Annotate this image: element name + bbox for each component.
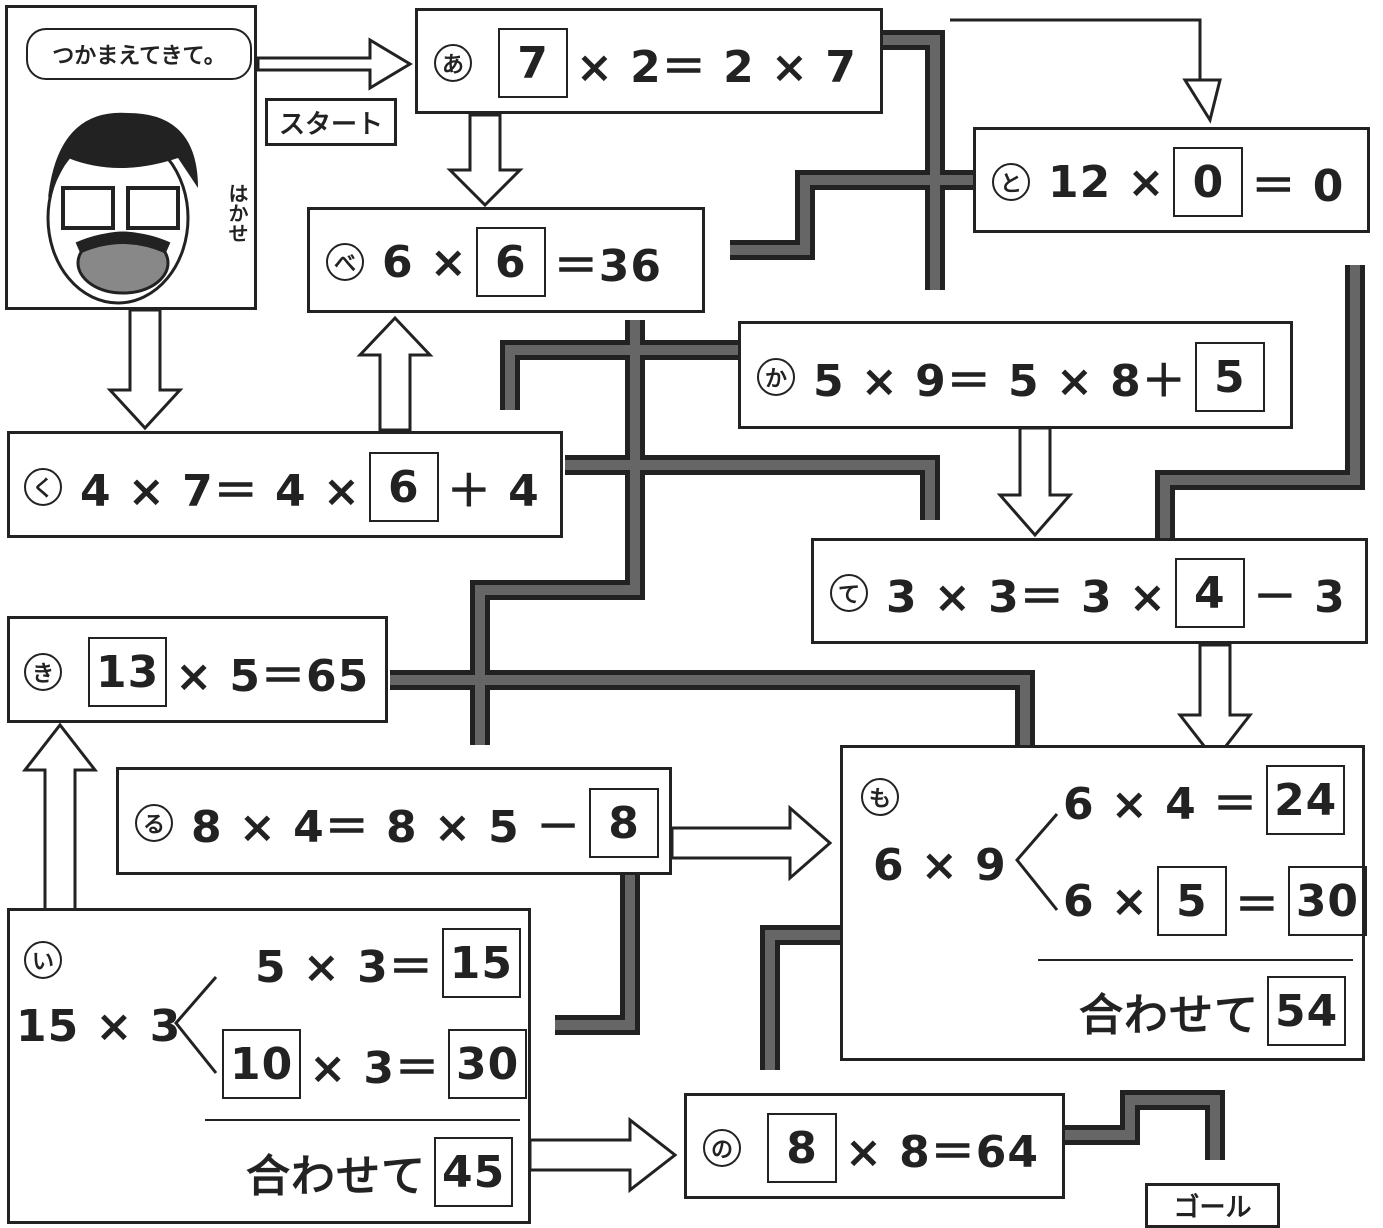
equation-text: － 3: [1253, 561, 1346, 625]
answer-box: 30: [448, 1029, 527, 1099]
answer-box: 30: [1288, 866, 1367, 936]
equation-text: × 2＝ 2 × 7: [576, 31, 857, 95]
box-ki: き 13 × 5＝65: [7, 616, 388, 723]
answer-box: 13: [88, 637, 167, 707]
equation-text: 12 ×: [1048, 157, 1165, 208]
equation-text: 6 ×: [1063, 876, 1149, 927]
equation-text: 3 × 3＝ 3 ×: [886, 561, 1167, 625]
box-ru: る 8 × 4＝ 8 × 5 － 8: [116, 767, 672, 875]
speech-bubble: つかまえてきて。: [26, 28, 252, 80]
box-i: い 15 × 3 5 × 3＝ 15 10 × 3＝ 30 合わせて 45: [7, 908, 531, 1224]
equation-text: 6 ×: [382, 237, 468, 288]
answer-box: 4: [1175, 558, 1245, 628]
answer-box: 54: [1267, 976, 1346, 1046]
mark-i: い: [24, 941, 62, 979]
mark-te: て: [830, 574, 868, 612]
box-ku: く 4 × 7＝ 4 × 6 ＋ 4: [7, 431, 563, 538]
mark-be: べ: [326, 243, 364, 281]
box-mo: も 6 × 9 6 × 4 ＝ 24 6 × 5 ＝ 30 合わせて 54: [840, 745, 1365, 1061]
sum-rule: [205, 1119, 520, 1121]
equation-main: 6 × 9: [873, 840, 1007, 891]
professor-illustration: [8, 88, 248, 308]
answer-box: 10: [222, 1029, 301, 1099]
equation-text: 5 × 3＝: [255, 931, 434, 995]
equation-text: 8 × 4＝ 8 × 5 －: [191, 791, 581, 855]
answer-box: 5: [1195, 342, 1265, 412]
answer-box: 7: [498, 28, 568, 98]
mark-to: と: [992, 163, 1030, 201]
equation-text: × 5＝65: [175, 640, 369, 704]
start-label: スタート: [265, 98, 397, 146]
box-no: の 8 × 8＝64: [684, 1093, 1065, 1199]
mark-a: あ: [434, 44, 472, 82]
answer-box: 8: [767, 1113, 837, 1183]
mark-ru: る: [135, 804, 173, 842]
equation-text: ＝: [1235, 869, 1280, 933]
answer-box: 6: [369, 452, 439, 522]
mark-ki: き: [24, 653, 62, 691]
split-brace: [1013, 810, 1063, 920]
answer-box: 6: [476, 227, 546, 297]
equation-text: ＝ 0: [1251, 150, 1344, 214]
equation-text: × 8＝64: [845, 1116, 1039, 1180]
box-a: あ 7 × 2＝ 2 × 7: [415, 8, 883, 114]
equation-text: 6 × 4 ＝: [1063, 768, 1258, 832]
answer-box: 5: [1157, 866, 1227, 936]
equation-main: 15 × 3: [16, 1001, 181, 1052]
name-label: はかせ: [223, 183, 252, 243]
answer-box: 0: [1173, 147, 1243, 217]
mark-no: の: [703, 1129, 741, 1167]
box-te: て 3 × 3＝ 3 × 4 － 3: [811, 538, 1368, 644]
box-to: と 12 × 0 ＝ 0: [973, 127, 1370, 233]
total-label: 合わせて: [1079, 979, 1259, 1043]
box-ka: か 5 × 9＝ 5 × 8＋ 5: [738, 321, 1293, 429]
mark-ku: く: [24, 468, 62, 506]
equation-text: 5 × 9＝ 5 × 8＋: [813, 345, 1187, 409]
equation-text: ＋ 4: [447, 455, 540, 519]
equation-text: ＝36: [554, 230, 662, 294]
answer-box: 8: [589, 788, 659, 858]
character-panel: つかまえてきて。 はかせ: [5, 5, 257, 310]
sum-rule: [1038, 959, 1353, 961]
box-be: べ 6 × 6 ＝36: [307, 207, 705, 313]
equation-text: × 3＝: [309, 1032, 440, 1096]
equation-text: 4 × 7＝ 4 ×: [80, 455, 361, 519]
goal-label: ゴール: [1145, 1183, 1280, 1228]
mark-ka: か: [757, 358, 795, 396]
answer-box: 24: [1266, 765, 1345, 835]
mark-mo: も: [861, 778, 899, 816]
total-label: 合わせて: [246, 1140, 426, 1204]
answer-box: 15: [442, 928, 521, 998]
answer-box: 45: [434, 1137, 513, 1207]
